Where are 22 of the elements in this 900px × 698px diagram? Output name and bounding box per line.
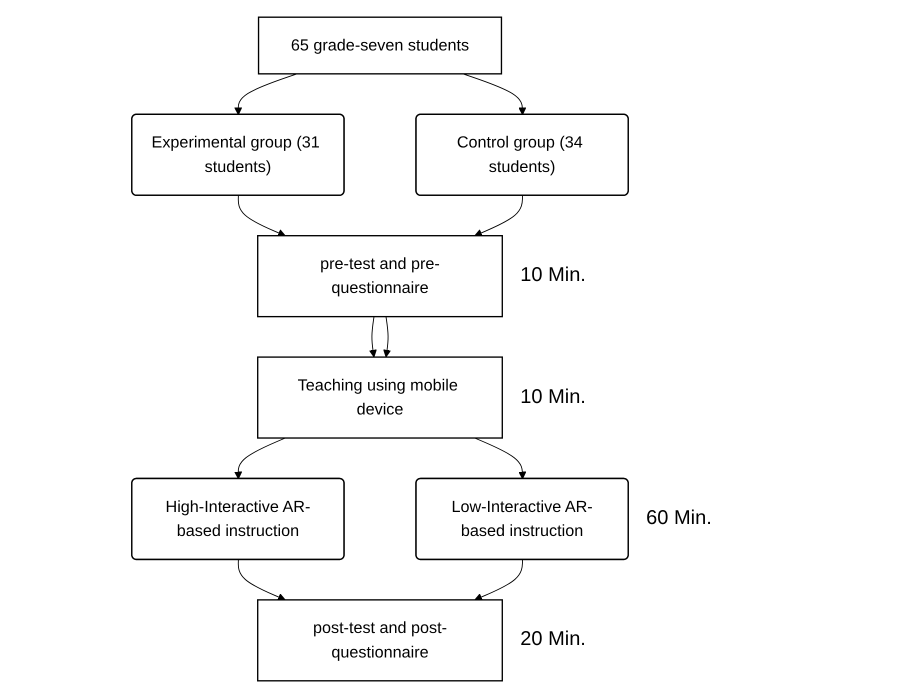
process-box: 65 grade-seven students xyxy=(258,16,502,75)
arrow xyxy=(474,195,523,237)
arrow xyxy=(462,73,526,116)
duration-label: 10 Min. xyxy=(520,264,586,288)
duration-label: 20 Min. xyxy=(520,628,586,652)
rounded-box: Control group (34 students) xyxy=(415,114,629,196)
arrow xyxy=(474,559,523,601)
arrow xyxy=(383,316,391,358)
rounded-box: High-Interactive AR-based instruction xyxy=(131,478,345,560)
process-box: post-test and post-questionnaire xyxy=(257,599,503,682)
rounded-box: Low-Interactive AR-based instruction xyxy=(415,478,629,560)
duration-label: 10 Min. xyxy=(520,386,586,409)
arrow xyxy=(238,195,286,237)
arrow xyxy=(369,316,377,358)
rounded-box: Experimental group (31 students) xyxy=(131,114,345,196)
arrow xyxy=(234,438,286,480)
process-box: Teaching using mobile device xyxy=(257,356,503,439)
arrow xyxy=(238,559,286,601)
process-box: pre-test and pre-questionnaire xyxy=(257,235,503,318)
arrow xyxy=(234,73,298,116)
arrow xyxy=(474,438,526,480)
duration-label: 60 Min. xyxy=(646,506,712,530)
